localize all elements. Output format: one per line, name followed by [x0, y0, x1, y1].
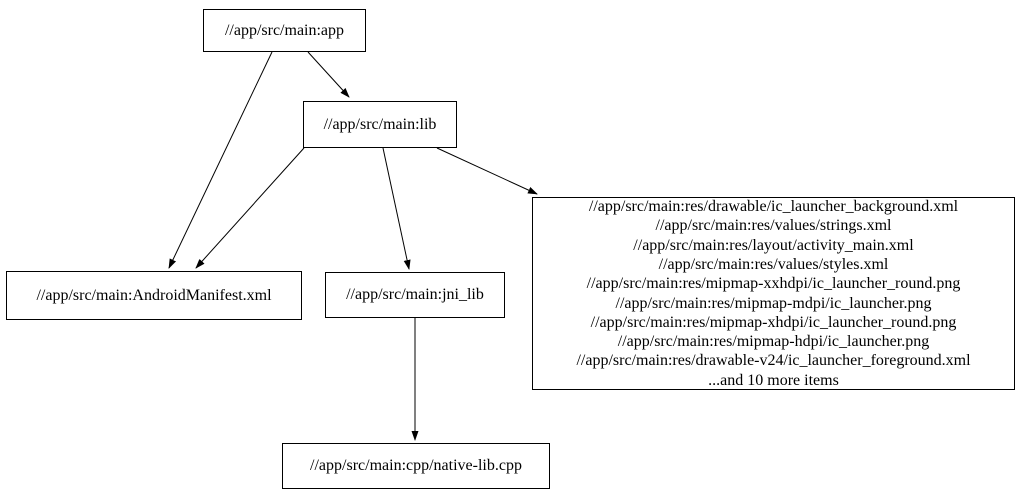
edge-lib-to-resources	[436, 147, 538, 195]
resource-file-line: //app/src/main:res/mipmap-hdpi/ic_launch…	[617, 333, 930, 351]
resource-file-line: //app/src/main:res/values/strings.xml	[655, 217, 892, 235]
resource-file-line: //app/src/main:res/layout/activity_main.…	[633, 236, 914, 254]
edge-lib-to-manifest	[195, 147, 305, 269]
edge-app-to-manifest	[168, 51, 273, 269]
resource-file-line: //app/src/main:res/drawable-v24/ic_launc…	[576, 352, 971, 370]
resource-file-line: //app/src/main:res/mipmap-xhdpi/ic_launc…	[590, 313, 957, 331]
node-native-lib-cpp: //app/src/main:cpp/native-lib.cpp	[282, 443, 550, 489]
resource-file-line: //app/src/main:res/drawable/ic_launcher_…	[588, 198, 959, 216]
node-lib-target: //app/src/main:lib	[303, 101, 457, 148]
edge-lib-to-jni-lib	[382, 147, 411, 270]
edge-app-to-lib	[307, 51, 350, 98]
node-lib-label: //app/src/main:lib	[323, 115, 437, 133]
resource-file-line: //app/src/main:res/values/styles.xml	[658, 255, 889, 273]
node-app-label: //app/src/main:app	[224, 21, 345, 39]
resource-file-line: //app/src/main:res/mipmap-mdpi/ic_launch…	[615, 294, 932, 312]
node-app-target: //app/src/main:app	[203, 9, 366, 52]
node-jni-lib-target: //app/src/main:jni_lib	[325, 272, 505, 318]
node-android-manifest: //app/src/main:AndroidManifest.xml	[6, 271, 302, 320]
resource-more-items-line: ...and 10 more items	[708, 371, 839, 389]
node-android-manifest-label: //app/src/main:AndroidManifest.xml	[36, 286, 272, 304]
node-jni-lib-label: //app/src/main:jni_lib	[346, 286, 484, 303]
resource-file-line: //app/src/main:res/mipmap-xxhdpi/ic_laun…	[586, 275, 961, 293]
node-resource-files-group: //app/src/main:res/drawable/ic_launcher_…	[532, 197, 1015, 390]
node-native-lib-cpp-label: //app/src/main:cpp/native-lib.cpp	[310, 457, 522, 474]
